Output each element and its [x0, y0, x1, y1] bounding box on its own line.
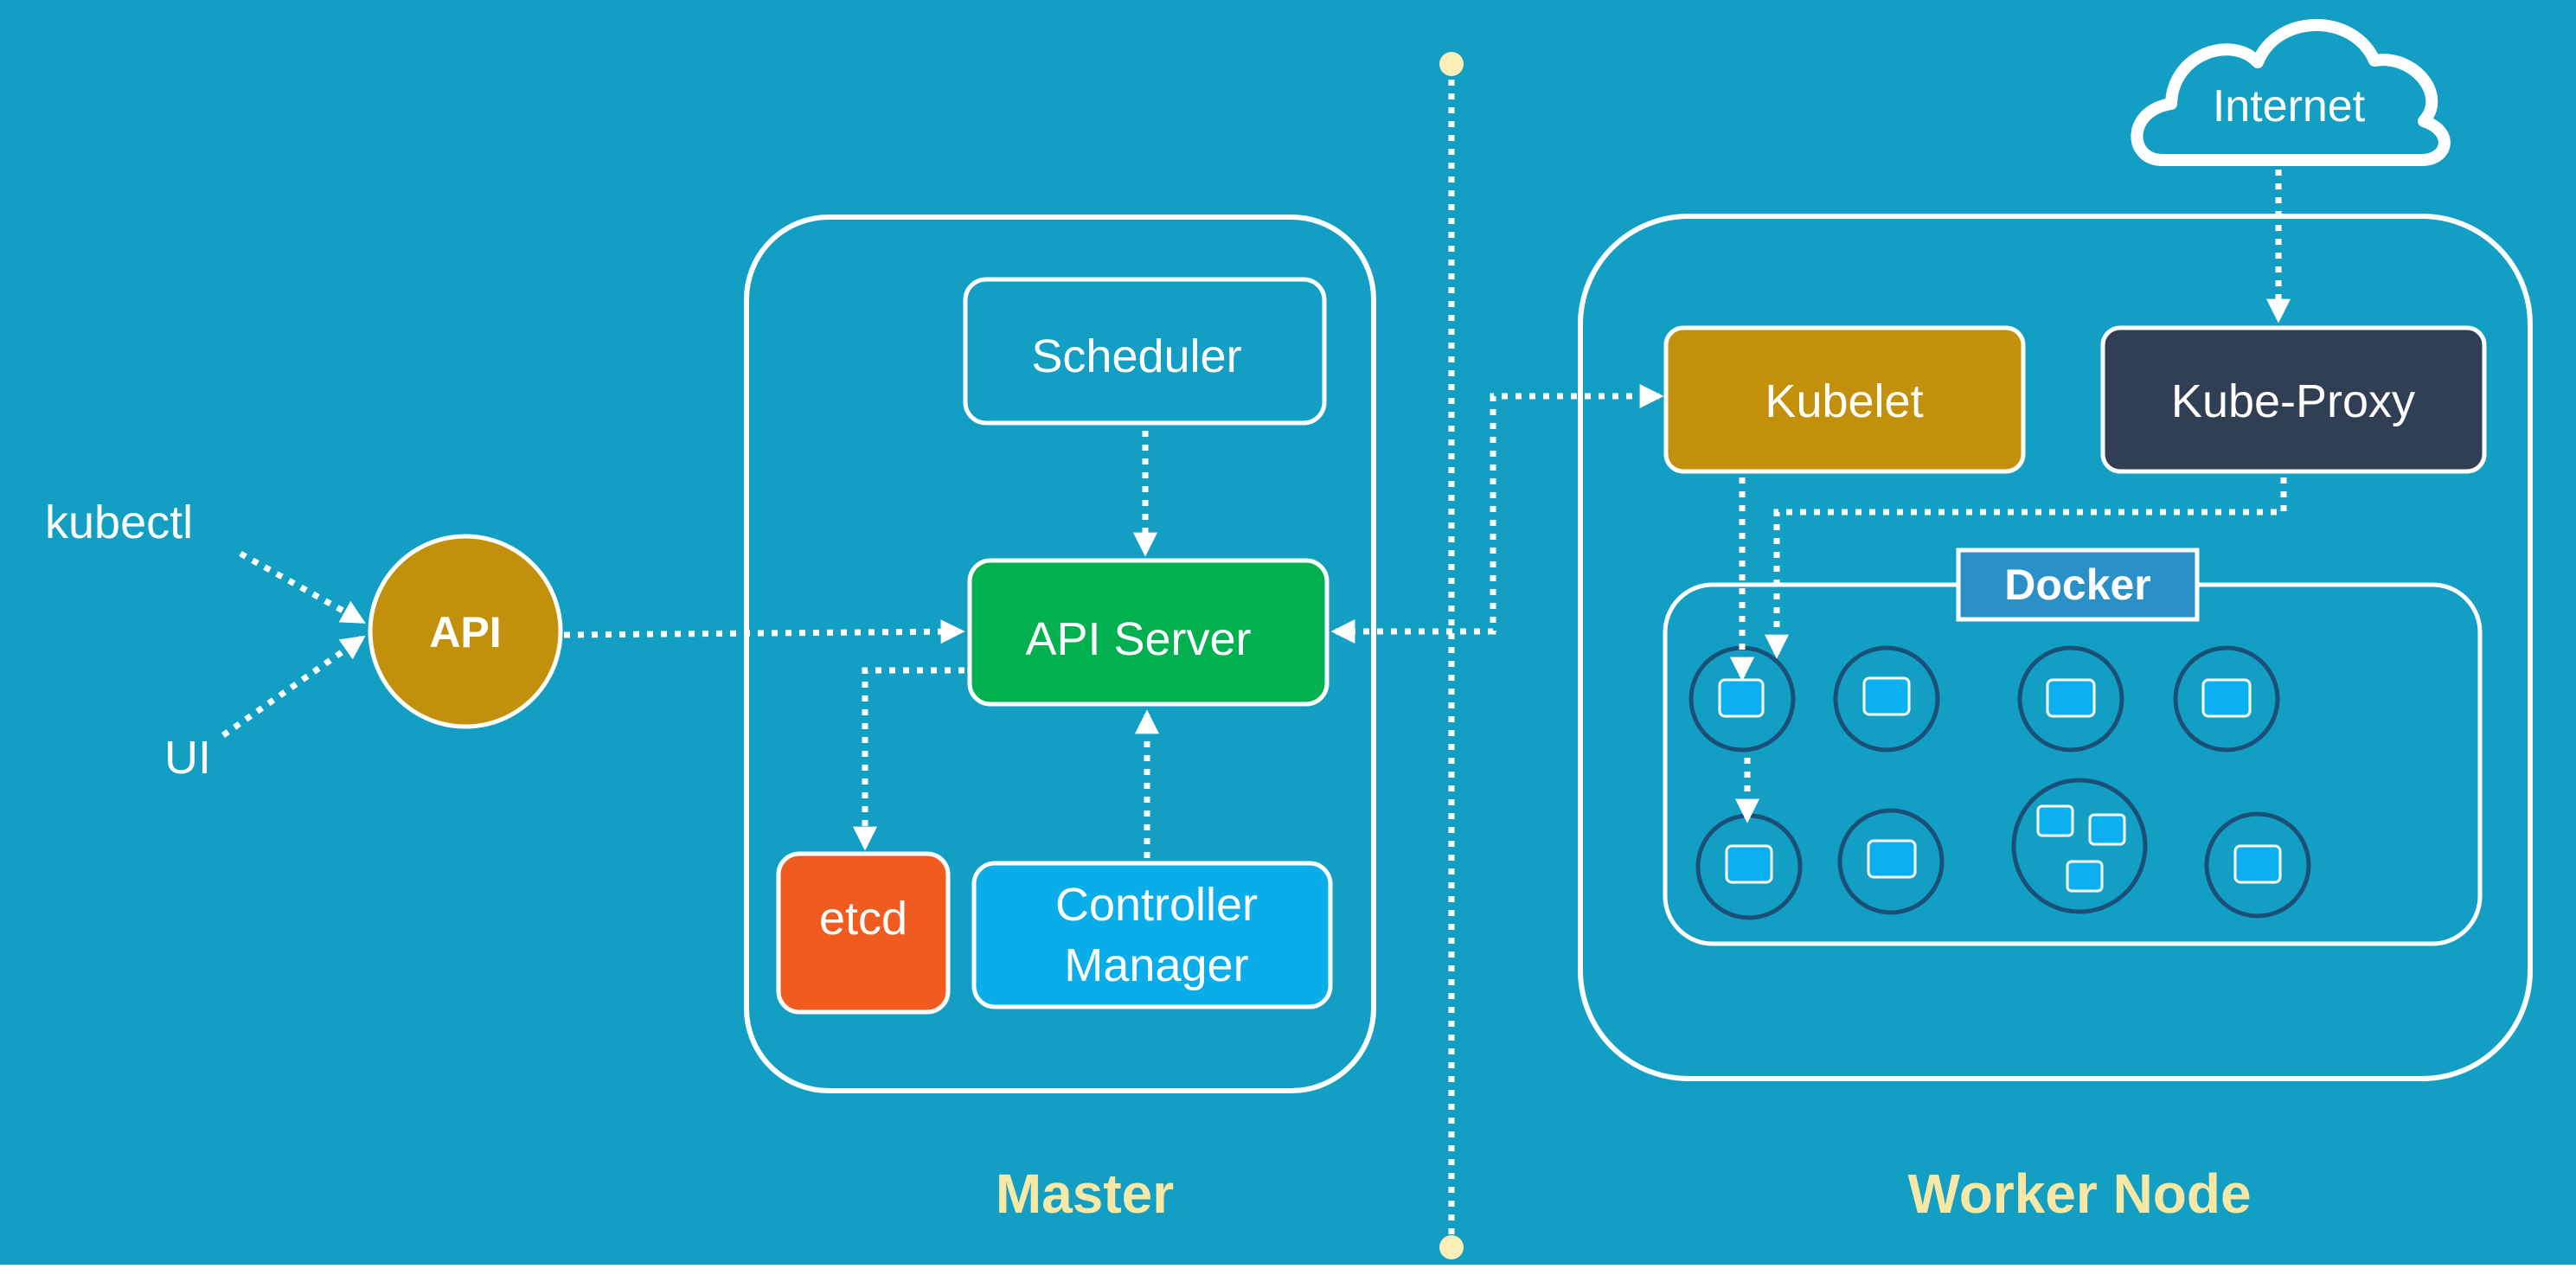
master-caption: Master [996, 1163, 1174, 1225]
container-icon [1862, 676, 1911, 716]
kube-proxy-box: Kube-Proxy [2100, 325, 2487, 474]
master-container [744, 215, 1376, 1093]
api-node: API [368, 534, 563, 729]
kube-proxy-label: Kube-Proxy [2171, 375, 2415, 427]
container-icon [1725, 844, 1773, 884]
ui-to-api-arrow [221, 635, 366, 738]
kubectl-label: kubectl [45, 497, 193, 548]
pod-icon [1837, 808, 1945, 915]
controller-manager-label-line1: Controller [1055, 879, 1258, 931]
kubelet-box: Kubelet [1663, 325, 2026, 474]
api-server-to-etcd-arrow [853, 667, 964, 851]
scheduler-label: Scheduler [1031, 330, 1241, 382]
pod-icon [2011, 778, 2148, 914]
pod-icon [2173, 645, 2280, 753]
pod-icon [2017, 645, 2124, 753]
etcd-label: etcd [819, 893, 907, 945]
master-worker-divider [1439, 52, 1464, 1259]
bottom-border [0, 1265, 2576, 1275]
kubectl-to-api-arrow [239, 550, 366, 625]
container-icon [1867, 839, 1917, 879]
api-to-api-server-arrow [563, 619, 965, 644]
controller-manager-label-line2: Manager [1064, 939, 1248, 991]
api-label: API [429, 608, 501, 657]
scheduler-box: Scheduler [963, 277, 1327, 426]
container-icon [2046, 678, 2096, 718]
docker-tab: Docker [1956, 548, 2200, 622]
ui-label: UI [164, 732, 211, 784]
container-icon [2233, 844, 2282, 884]
worker-node-caption: Worker Node [1907, 1163, 2251, 1225]
container-icon [2088, 813, 2126, 846]
controller-manager-box: Controller Manager [971, 861, 1333, 1009]
etcd-box: etcd [776, 851, 951, 1015]
pod-icon [1833, 645, 1940, 753]
api-server-box: API Server [967, 558, 1330, 707]
container-icon [2201, 678, 2252, 718]
container-icon [1718, 678, 1765, 718]
pod-icon [2204, 811, 2311, 919]
kubelet-label: Kubelet [1765, 375, 1923, 427]
api-server-kubelet-connection [1330, 384, 1664, 644]
worker-node-container [1578, 214, 2533, 1081]
docker-label: Docker [2004, 561, 2151, 609]
cloud-icon: Internet [2131, 19, 2451, 166]
api-server-label: API Server [1025, 613, 1251, 665]
container-icon [2036, 804, 2074, 837]
internet-label: Internet [2213, 81, 2366, 131]
kube-proxy-to-pod-arrow [1765, 477, 2287, 659]
container-icon [2066, 860, 2104, 893]
